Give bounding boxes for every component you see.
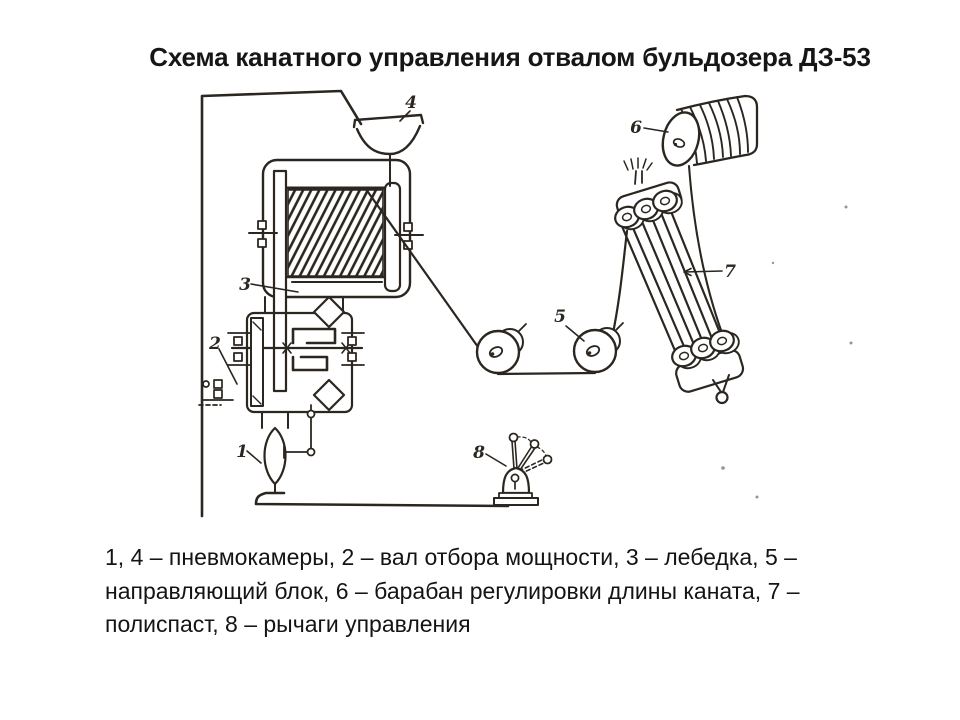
rope-length-drum-6 [661, 94, 759, 167]
figure-caption: 1, 4 – пневмокамеры, 2 – вал отбора мощн… [105, 541, 905, 642]
chamber-linkage [283, 404, 316, 459]
bevel-gears [312, 295, 346, 412]
diagram-label-8: 8 [472, 443, 485, 463]
cable-from-drum [366, 190, 629, 376]
diagram-label-3: 3 [239, 275, 251, 295]
clutch-sleeve [250, 317, 264, 407]
shift-forks [291, 327, 337, 372]
pneumatic-chamber-1 [263, 426, 287, 494]
cable-from-spool [687, 164, 724, 335]
pneumatic-chamber-4 [352, 113, 425, 187]
winch-drum [283, 186, 392, 283]
control-lever-stand [493, 432, 553, 506]
shaft-bearing-right [341, 332, 365, 366]
slide-title: Схема канатного управления отвалом бульд… [149, 42, 871, 72]
tractor-frame-outline [200, 89, 510, 518]
caption-line-1: 1, 4 – пневмокамеры, 2 – вал отбора мощн… [105, 544, 797, 570]
gearbox-housing [245, 311, 354, 429]
pto-mounts [198, 379, 234, 406]
drum-bearing-left [248, 220, 278, 248]
upper-pulley-block [614, 157, 683, 231]
guide-pulley-left [475, 323, 527, 375]
caption-line-3: полиспаст, 8 – рычаги управления [105, 611, 471, 637]
diagram-label-6: 6 [630, 118, 642, 138]
shaft-bearing-left [227, 332, 251, 366]
caption-line-2: направляющий блок, 6 – барабан регулиров… [105, 577, 800, 604]
diagram-label-4: 4 [405, 93, 417, 113]
diagram-label-5: 5 [554, 307, 566, 327]
brake-rod-bar [383, 181, 402, 293]
scan-specks [721, 205, 853, 499]
diagram-label-1: 1 [236, 442, 248, 462]
lower-pulley-block [671, 329, 745, 405]
drum-flange-bar [272, 169, 288, 393]
diagram-label-7: 7 [724, 262, 736, 282]
label-leader-lines [218, 110, 723, 467]
diagram-label-2: 2 [208, 334, 221, 354]
hook-ring [712, 374, 730, 405]
guide-pulley-5 [572, 322, 624, 374]
